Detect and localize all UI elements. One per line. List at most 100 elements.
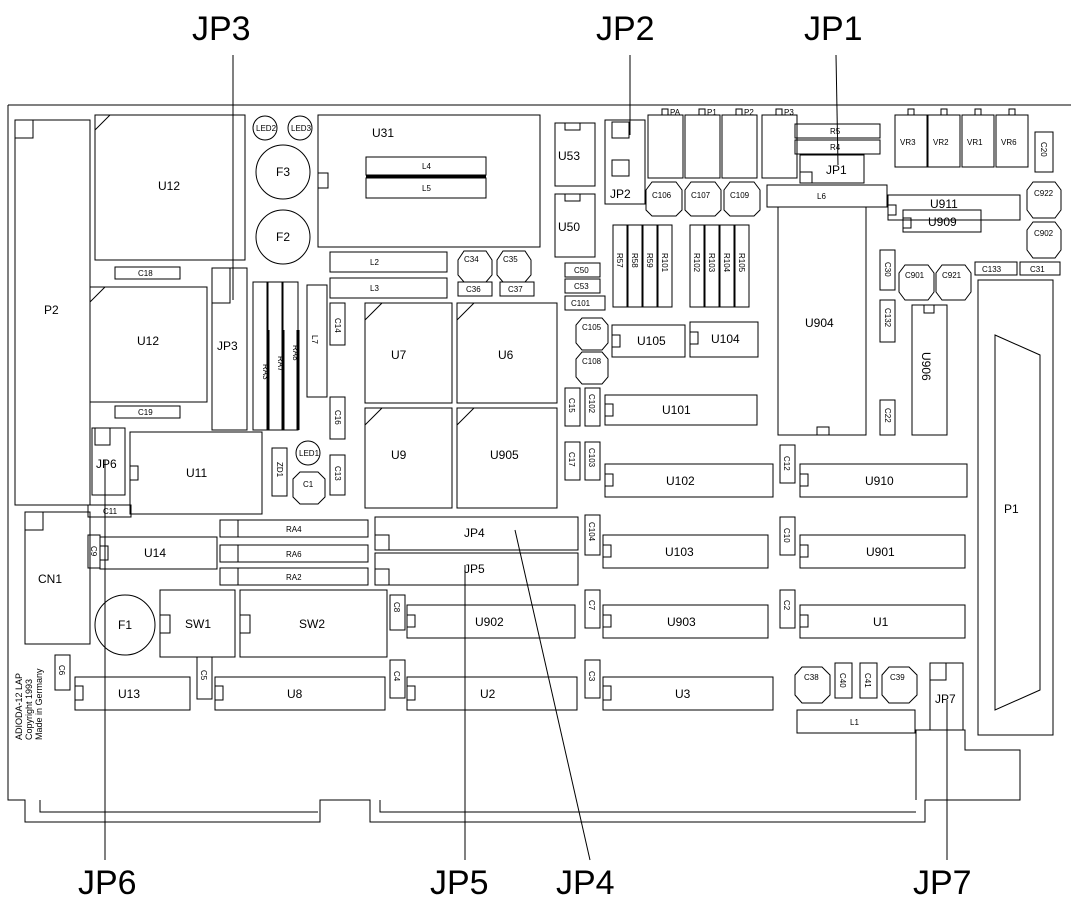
jp4-label: JP4 <box>464 526 485 540</box>
callout-jp1: JP1 <box>804 10 863 48</box>
c105-label: C105 <box>582 323 602 332</box>
l7-label: L7 <box>310 335 319 344</box>
resistor-array-ra3 <box>252 281 268 431</box>
jp7-label: JP7 <box>935 692 956 706</box>
callout-leader-lines <box>104 54 948 861</box>
r101-label: R101 <box>660 253 669 273</box>
board-outline <box>7 104 1071 823</box>
c132-label: C132 <box>883 308 892 328</box>
c11-label: C11 <box>103 507 118 516</box>
vr2-label: VR2 <box>933 138 949 147</box>
c15-label: C15 <box>567 398 576 413</box>
c921-label: C921 <box>942 271 962 280</box>
ra2-label: RA2 <box>286 573 302 582</box>
ra4-label: RA4 <box>286 525 302 534</box>
jp3-label: JP3 <box>217 339 238 353</box>
c19-label: C19 <box>138 408 153 417</box>
led-led2 <box>252 115 278 141</box>
u3-label: U3 <box>675 687 691 701</box>
u6-label: U6 <box>498 348 514 362</box>
c22-label: C22 <box>883 408 892 423</box>
callout-jp2: JP2 <box>596 10 655 48</box>
c2-label: C2 <box>782 600 791 611</box>
r58-label: R58 <box>630 253 639 268</box>
zd1-label: ZD1 <box>275 462 284 478</box>
l4-label: L4 <box>422 162 431 171</box>
u904-label: U904 <box>805 316 834 330</box>
jp5-label: JP5 <box>464 562 485 576</box>
u31-label: U31 <box>372 126 394 140</box>
c20-label: C20 <box>1039 142 1048 157</box>
u101-label: U101 <box>662 403 691 417</box>
resistor-bank <box>612 224 750 308</box>
p1-label: P1 <box>1004 502 1019 516</box>
r57-label: R57 <box>615 253 624 268</box>
u9-label: U9 <box>391 448 407 462</box>
jp2-label: JP2 <box>610 187 631 201</box>
p3-label: P3 <box>784 108 794 117</box>
c35-label: C35 <box>503 255 518 264</box>
u2-label: U2 <box>480 687 496 701</box>
c9-label: C9 <box>89 546 98 557</box>
l6-label: L6 <box>817 192 826 201</box>
u14-label: U14 <box>144 546 166 560</box>
l1-label: L1 <box>850 718 859 727</box>
c39-label: C39 <box>890 673 905 682</box>
u1-label: U1 <box>873 615 889 629</box>
caption-line-2: Copyright 1993 <box>24 679 34 740</box>
f2-label: F2 <box>276 230 290 244</box>
vr1-label: VR1 <box>967 138 983 147</box>
led-led3 <box>287 115 313 141</box>
u7-label: U7 <box>391 348 407 362</box>
sw1-label: SW1 <box>185 617 211 631</box>
c18-label: C18 <box>138 269 153 278</box>
led3-label: LED3 <box>291 124 312 133</box>
c13-label: C13 <box>333 466 342 481</box>
callout-jp6: JP6 <box>78 864 137 902</box>
r105-label: R105 <box>737 253 746 273</box>
fuse-f1 <box>94 594 156 656</box>
c30-label: C30 <box>883 262 892 277</box>
c40-label: C40 <box>838 673 847 688</box>
c34-label: C34 <box>464 255 479 264</box>
u50-label: U50 <box>558 220 580 234</box>
c104-label: C104 <box>587 522 596 542</box>
callout-jp5: JP5 <box>430 864 489 902</box>
callout-jp3: JP3 <box>192 10 251 48</box>
c14-label: C14 <box>333 318 342 333</box>
f1-label: F1 <box>118 618 132 632</box>
c922-label: C922 <box>1034 189 1054 198</box>
u104-label: U104 <box>711 332 740 346</box>
u909-label: U909 <box>928 215 957 229</box>
l5-label: L5 <box>422 184 431 193</box>
u13-label: U13 <box>118 687 140 701</box>
caption-line-1: ADIODA-12 LAP <box>14 673 24 740</box>
connector-p1 <box>977 279 1054 736</box>
jumper-jp1 <box>799 154 865 184</box>
c3-label: C3 <box>587 671 596 682</box>
trim-pots <box>894 108 1029 168</box>
c10-label: C10 <box>782 528 791 543</box>
c38-label: C38 <box>804 673 819 682</box>
c107-label: C107 <box>691 191 711 200</box>
u11-label: U11 <box>186 466 207 480</box>
u910-label: U910 <box>865 474 894 488</box>
pa-label: PA <box>670 108 681 117</box>
cn1-label: CN1 <box>38 572 62 586</box>
chip-u6 <box>456 302 558 404</box>
fuse-f3 <box>255 144 311 200</box>
led1-label: LED1 <box>299 449 320 458</box>
jumper-jp4 <box>374 516 579 551</box>
c37-label: C37 <box>508 285 523 294</box>
ra7-label: RA7 <box>276 356 285 372</box>
ra3-label: RA3 <box>261 364 270 380</box>
jp6-label: JP6 <box>96 457 117 471</box>
chip-u905 <box>456 407 558 509</box>
l3-label: L3 <box>370 284 379 293</box>
u105-label: U105 <box>637 334 666 348</box>
u12-bottom-label: U12 <box>137 334 159 348</box>
c5-label: C5 <box>199 670 208 681</box>
c6-label: C6 <box>57 665 66 676</box>
l2-label: L2 <box>370 258 379 267</box>
